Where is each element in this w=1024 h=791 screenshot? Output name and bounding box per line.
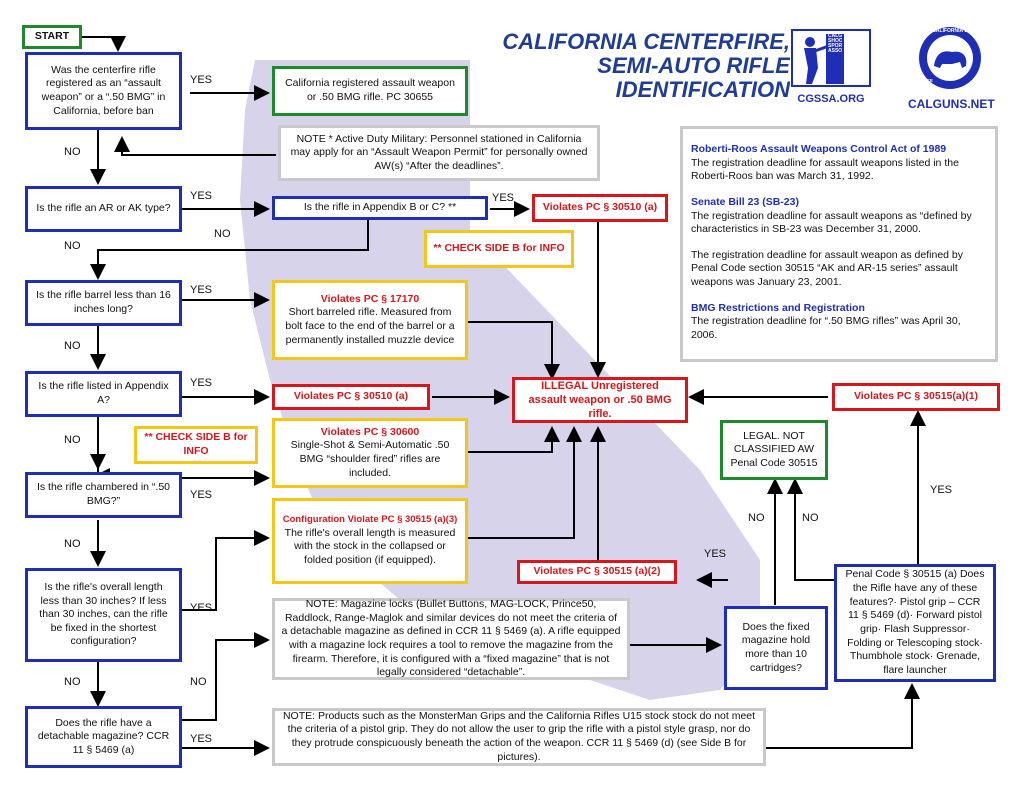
cgssa-logo: CALGUNS SHOOTING SPORTS ASSOCIATION CGSS… <box>790 28 872 105</box>
pc30515-deadline-text: The registration deadline for assault we… <box>691 248 964 289</box>
calguns-since-text: SINCE 2002 <box>919 78 933 83</box>
cgssa-vertical-text: CALGUNS SHOOTING SPORTS ASSOCIATION <box>828 34 842 54</box>
calguns-logo: CALIFORNIA'S FIREARMS COMMUNITY SINCE 20… <box>908 24 995 111</box>
label-yes-q3: YES <box>190 284 213 296</box>
question-features: Penal Code § 30515 (a) Does the Rifle ha… <box>834 564 996 682</box>
sb23-text: The registration deadline for assault we… <box>691 209 972 236</box>
question-ar-ak: Is the rifle an AR or AK type? <box>25 186 182 232</box>
result-violates-30515-a1: Violates PC § 30515(a)(1) <box>832 383 1000 411</box>
question-fixed-magazine: Does the fixed magazine hold more than 1… <box>724 606 828 690</box>
result-violates-30600: Violates PC § 30600 Single-Shot & Semi-A… <box>272 418 468 488</box>
result-violates-17170-title: Violates PC § 17170 <box>320 292 420 305</box>
registration-deadlines-panel: Roberti-Roos Assault Weapons Control Act… <box>680 126 998 362</box>
bmg-text: The registration deadline for “.50 BMG r… <box>691 315 961 342</box>
label-no-q4: NO <box>64 434 81 446</box>
label-no-fixed-mag: NO <box>748 512 765 524</box>
calguns-url: CALGUNS.NET <box>908 97 995 111</box>
bear-icon <box>934 51 967 68</box>
label-yes-q5: YES <box>190 489 213 501</box>
sb23-heading: Senate Bill 23 (SB-23) <box>691 195 799 208</box>
calguns-arc-text: CALIFORNIA'S FIREARMS COMMUNITY <box>932 28 968 34</box>
result-configuration-violation: Configuration Violate PC § 30515 (a)(3) … <box>272 498 468 584</box>
label-no-q3: NO <box>64 340 81 352</box>
question-appendix-a: Is the rifle listed in Appendix A? <box>25 371 182 417</box>
note-check-side-b-2: ** CHECK SIDE B for INFO <box>134 426 258 464</box>
label-yes-q2: YES <box>190 190 213 202</box>
question-barrel-length: Is the rifle barrel less than 16 inches … <box>25 280 182 326</box>
result-violates-30510-mid: Violates PC § 30510 (a) <box>272 384 430 410</box>
note-magazine-locks: NOTE: Magazine locks (Bullet Buttons, MA… <box>272 598 630 680</box>
roberti-roos-heading: Roberti-Roos Assault Weapons Control Act… <box>691 143 947 155</box>
result-violates-30600-title: Violates PC § 30600 <box>320 425 420 438</box>
result-illegal: ILLEGAL Unregistered assault weapon or .… <box>512 377 688 423</box>
roberti-roos-text: The registration deadline for assault we… <box>691 156 959 183</box>
shooter-icon <box>791 29 871 87</box>
result-violates-30600-text: Single-Shot & Semi-Automatic .50 BMG “sh… <box>290 439 450 479</box>
result-configuration-text: The rifle's overall length is measured w… <box>284 526 456 566</box>
label-yes-fixed-mag: YES <box>704 548 727 560</box>
note-grips: NOTE: Products such as the MonsterMan Gr… <box>272 708 766 766</box>
question-registered: Was the centerfire rifle registered as a… <box>25 52 182 130</box>
label-yes-q1: YES <box>190 74 213 86</box>
result-legal: LEGAL. NOT CLASSIFIED AW Penal Code 3051… <box>720 420 828 480</box>
title-line-3: IDENTIFICATION <box>615 77 790 102</box>
label-no-q5: NO <box>64 538 81 550</box>
result-violates-30510-top: Violates PC § 30510 (a) <box>532 194 668 222</box>
question-detachable-mag: Does the rifle have a detachable magazin… <box>25 706 182 768</box>
label-yes-q7: YES <box>190 733 213 745</box>
title-line-2: SEMI-AUTO RIFLE <box>597 53 790 78</box>
result-violates-17170: Violates PC § 17170 Short barreled rifle… <box>272 280 468 360</box>
label-no-features: NO <box>802 512 819 524</box>
note-military: NOTE * Active Duty Military: Personnel s… <box>278 125 600 181</box>
page-title: CALIFORNIA CENTERFIRE, SEMI-AUTO RIFLE I… <box>470 30 790 102</box>
result-registered: California registered assault weapon or … <box>272 66 468 116</box>
title-line-1: CALIFORNIA CENTERFIRE, <box>502 29 790 54</box>
question-overall-length: Is the rifle's overall length less than … <box>25 568 182 662</box>
cgssa-url: CGSSA.ORG <box>797 93 865 105</box>
label-yes-q4: YES <box>190 377 213 389</box>
start-node: START <box>22 25 82 49</box>
question-appendix-bc: Is the rifle in Appendix B or C? ** <box>272 196 488 220</box>
bmg-heading: BMG Restrictions and Registration <box>691 301 865 314</box>
label-yes-appendix-bc: YES <box>492 192 515 204</box>
result-violates-30515-a2: Violates PC § 30515 (a)(2) <box>517 560 677 584</box>
label-no-appendix-bc: NO <box>214 228 231 240</box>
label-no-q7: NO <box>190 676 207 688</box>
note-check-side-b-1: ** CHECK SIDE B for INFO <box>424 230 574 268</box>
question-50bmg: Is the rifle chambered in “.50 BMG?” <box>25 472 182 518</box>
label-no-q1: NO <box>64 146 81 158</box>
label-no-q6: NO <box>64 676 81 688</box>
result-configuration-title: Configuration Violate PC § 30515 (a)(3) <box>282 514 458 526</box>
label-yes-features: YES <box>930 484 953 496</box>
result-violates-17170-text: Short barreled rifle. Measured from bolt… <box>285 306 455 346</box>
label-no-q2: NO <box>64 240 81 252</box>
label-yes-q6: YES <box>190 602 213 614</box>
